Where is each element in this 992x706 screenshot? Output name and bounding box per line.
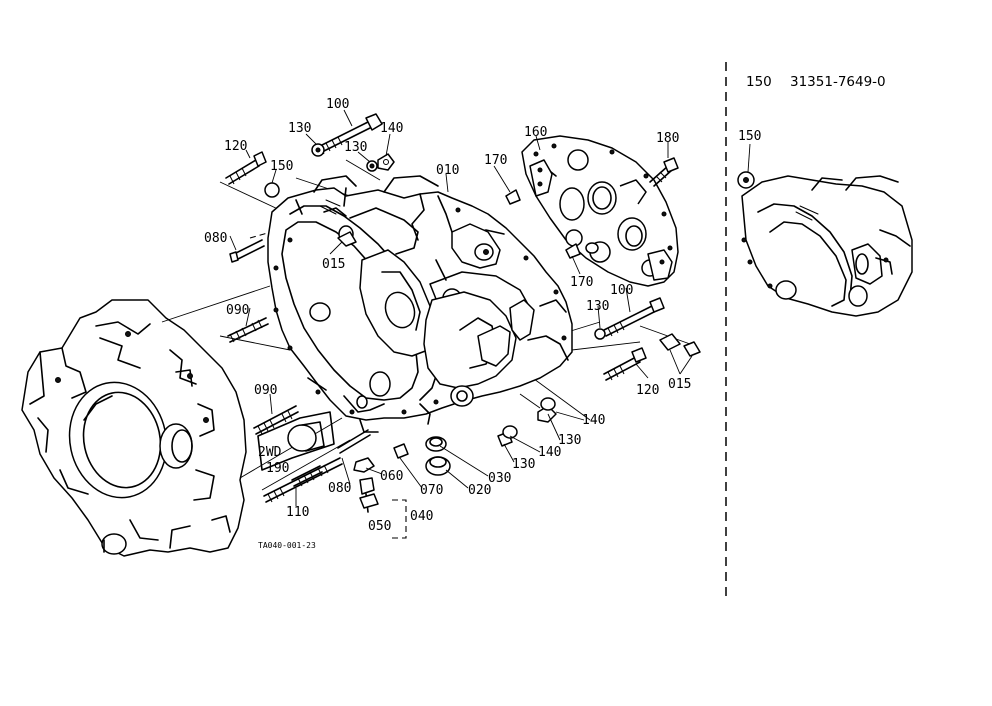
label-060: 060 xyxy=(380,469,403,484)
label-140-a: 140 xyxy=(582,413,605,428)
label-140-top: 140 xyxy=(380,121,403,136)
label-080-top: 080 xyxy=(204,231,227,246)
label-080-low: 080 xyxy=(328,481,351,496)
bracket-040-050 xyxy=(392,499,407,539)
label-120-top: 120 xyxy=(224,139,247,154)
label-190: 190 xyxy=(266,461,289,476)
stud-120-right xyxy=(603,347,647,381)
label-120-right: 120 xyxy=(636,383,659,398)
label-010: 010 xyxy=(436,163,459,178)
label-050: 050 xyxy=(368,519,391,534)
label-015-mid: 015 xyxy=(322,257,345,272)
pin-080-top xyxy=(229,239,265,263)
header-ref-number: 150 xyxy=(746,74,772,90)
label-020: 020 xyxy=(468,483,491,498)
leaders xyxy=(229,109,693,506)
label-110: 110 xyxy=(286,505,309,520)
label-130-c: 130 xyxy=(512,457,535,472)
label-160: 160 xyxy=(524,125,547,140)
label-070: 070 xyxy=(420,483,443,498)
label-170-top: 170 xyxy=(484,153,507,168)
label-100-right: 100 xyxy=(610,283,633,298)
label-015-right: 015 xyxy=(668,377,691,392)
label-090-mid: 090 xyxy=(226,303,249,318)
label-130-b: 130 xyxy=(558,433,581,448)
label-090-low: 090 xyxy=(254,383,277,398)
hardware xyxy=(225,113,701,513)
label-130-right: 130 xyxy=(586,299,609,314)
stud-120-top xyxy=(225,151,267,185)
label-150: 150 xyxy=(270,159,293,174)
figure-code: TA040-001-23 xyxy=(258,541,316,550)
header-part-number: 31351-7649-0 xyxy=(790,74,886,90)
bolt-100-right xyxy=(603,297,665,337)
stud-110 xyxy=(263,457,343,503)
label-130-top: 130 xyxy=(288,121,311,136)
transmission-case xyxy=(267,175,573,433)
label-130-mid: 130 xyxy=(344,140,367,155)
label-180: 180 xyxy=(656,131,679,146)
label-040: 040 xyxy=(410,509,433,524)
stud-090-low xyxy=(253,405,299,435)
cover-plate xyxy=(521,135,679,287)
label-100-top: 100 xyxy=(326,97,349,112)
label-030: 030 xyxy=(488,471,511,486)
box-2wd xyxy=(257,411,335,471)
label-140-b: 140 xyxy=(538,445,561,460)
inset-view xyxy=(737,143,913,317)
label-170-mid: 170 xyxy=(570,275,593,290)
rear-housing xyxy=(21,299,247,557)
label-150-inset: 150 xyxy=(738,129,761,144)
label-2wd: 2WD xyxy=(258,445,282,460)
stud-090-mid xyxy=(227,317,269,343)
breather-180 xyxy=(649,157,679,187)
